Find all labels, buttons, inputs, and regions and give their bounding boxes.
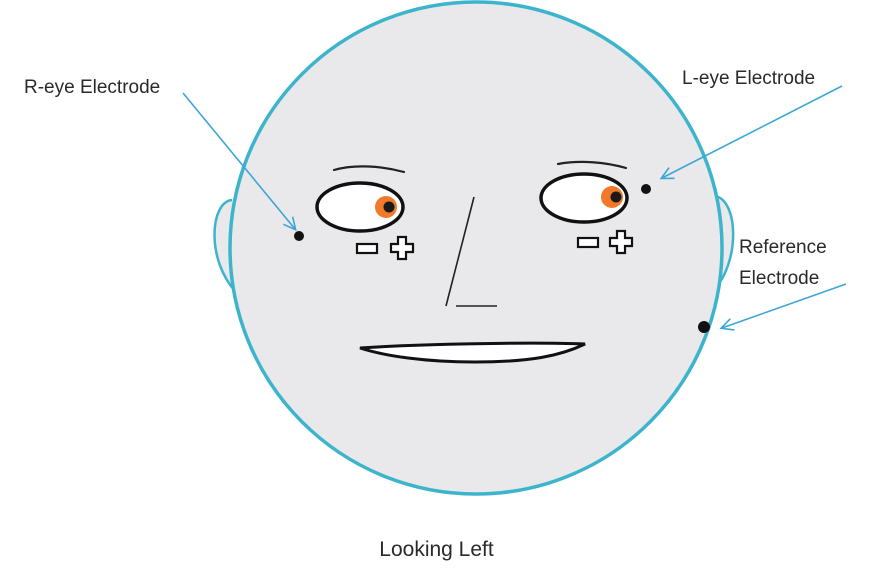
head-outline (228, 0, 724, 496)
right-minus-sign (355, 242, 379, 255)
l-eye-electrode-label: L-eye Electrode (682, 68, 816, 89)
left-pupil (610, 191, 622, 203)
r-eye-arrow (182, 92, 297, 232)
nose (445, 196, 497, 307)
left-polarity (576, 229, 634, 255)
r-eye-electrode (294, 231, 304, 241)
left-eyebrow (556, 160, 628, 170)
reference-label-line2: Electrode (739, 268, 820, 289)
l-eye-arrow (659, 85, 843, 180)
reference-label-line1: Reference (739, 237, 827, 258)
r-eye-electrode-label: R-eye Electrode (24, 77, 161, 98)
right-eyebrow (332, 165, 406, 174)
reference-electrode-label: Reference Electrode (739, 232, 827, 294)
diagram-caption: Looking Left (379, 538, 494, 561)
left-plus-sign (608, 229, 634, 255)
right-pupil (383, 201, 395, 213)
reference-electrode (698, 321, 710, 333)
right-plus-sign (389, 235, 415, 261)
left-eye (539, 172, 629, 224)
l-eye-electrode (641, 184, 651, 194)
mouth (359, 341, 586, 364)
right-eye (315, 181, 405, 233)
left-minus-sign (576, 236, 600, 249)
reference-arrow (719, 283, 847, 331)
right-polarity (355, 235, 415, 261)
